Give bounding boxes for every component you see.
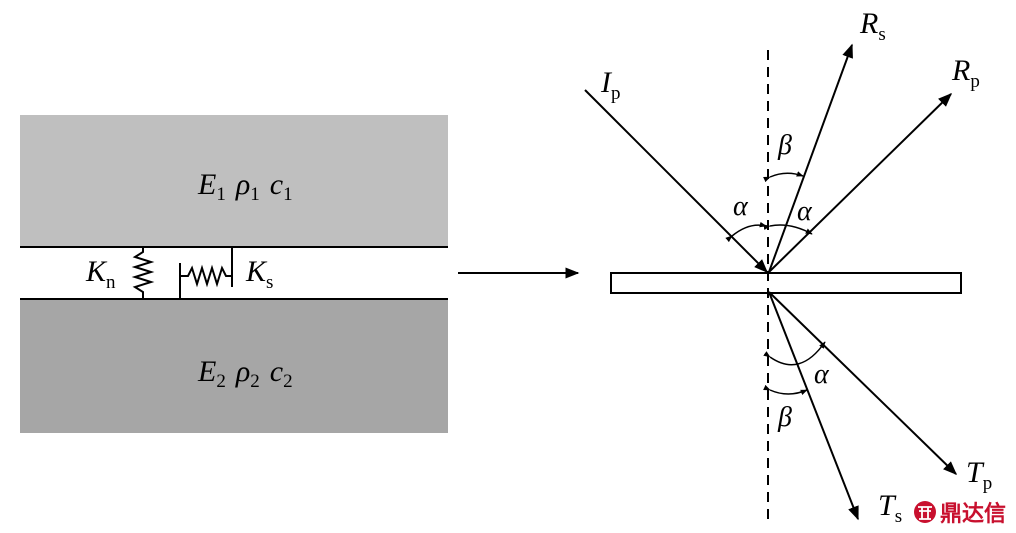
transmitted-p-wave-ray	[768, 291, 958, 475]
upper-rock-layer	[20, 115, 448, 247]
alpha-incident-label: α	[733, 191, 749, 222]
reflected-p-label: Rp	[951, 54, 980, 92]
incident-p-wave-ray	[584, 89, 768, 273]
lower-rock-layer	[20, 299, 448, 433]
normal-stiffness-label: Kn	[85, 255, 116, 293]
normal-spring-icon	[131, 247, 155, 299]
watermark-text: 鼎达信	[940, 501, 1006, 527]
wave-interaction-model: Ip Rs Rp Ts Tp α α β α β	[584, 7, 992, 527]
transmitted-s-wave-ray	[768, 291, 859, 521]
beta-reflected-label: β	[777, 130, 792, 161]
beta-transmitted-arc	[763, 384, 808, 396]
dingdaxin-logo-icon	[914, 501, 936, 523]
incident-label: Ip	[600, 66, 621, 104]
joint-plate	[610, 272, 962, 294]
reflected-p-wave-ray	[768, 93, 953, 273]
beta-reflected-arc	[763, 171, 804, 183]
alpha-transmitted-arc	[763, 341, 826, 366]
watermark: 鼎达信	[914, 501, 1006, 527]
shear-spring-icon	[179, 247, 233, 299]
alpha-reflected-label: α	[797, 196, 813, 227]
beta-transmitted-label: β	[777, 402, 792, 433]
alpha-transmitted-label: α	[814, 359, 830, 390]
transmitted-s-label: Ts	[878, 489, 902, 527]
shear-stiffness-label: Ks	[245, 255, 273, 293]
alpha-reflected-arc	[763, 224, 813, 235]
transmitted-p-label: Tp	[966, 456, 992, 494]
alpha-incident-arc	[725, 221, 767, 243]
reflected-s-label: Rs	[859, 7, 886, 45]
